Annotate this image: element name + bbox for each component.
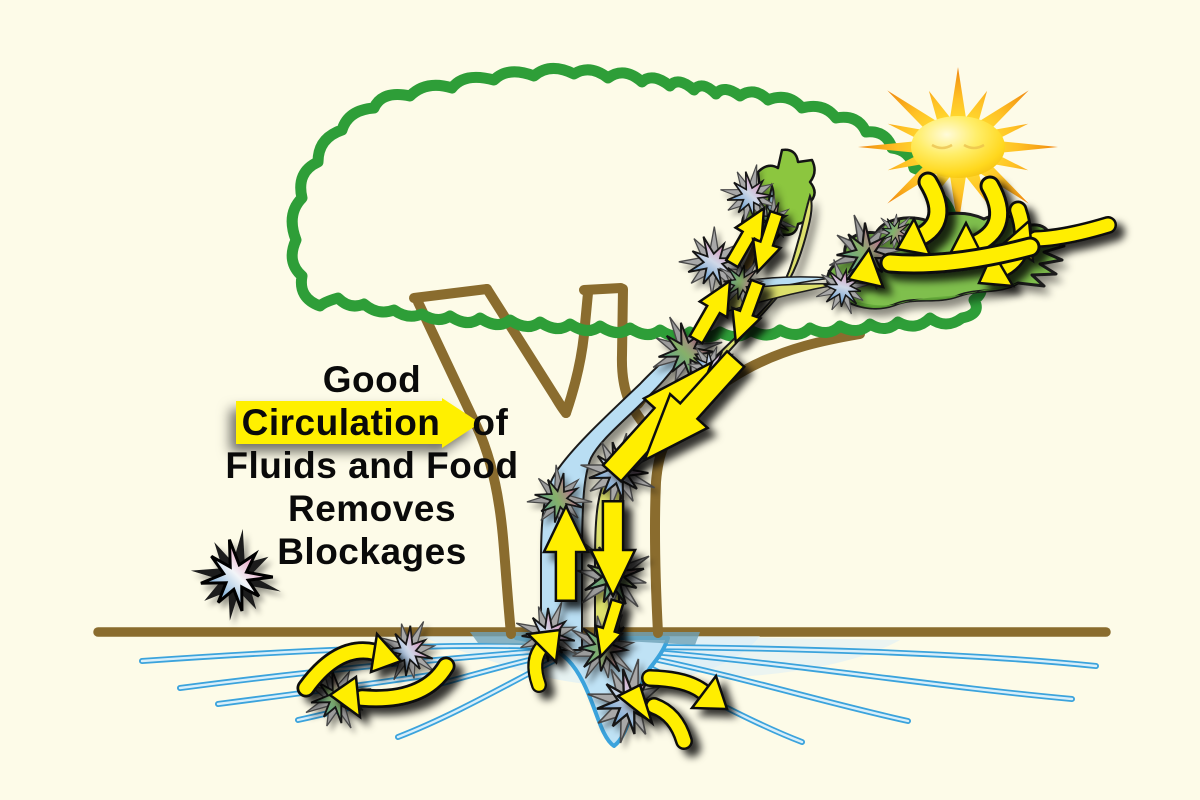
root-flow-arrow: [525, 628, 562, 693]
sun-icon: [858, 67, 1058, 227]
root-flow-arrow: [615, 683, 693, 750]
flow-arrows: [296, 171, 1117, 750]
sun-disc: [911, 116, 1005, 178]
water-flow-channel-up: [540, 182, 775, 651]
caption-highlight: Circulation: [241, 402, 441, 443]
trunk-left-edge: [413, 297, 516, 639]
caption-line-2: Circulation of: [186, 397, 558, 448]
caption-line-1: Good: [322, 359, 422, 400]
root-cycle-arrow: [327, 656, 456, 720]
caption-line-4: Removes: [287, 488, 457, 529]
root-mass: [514, 636, 670, 748]
caption: Good Circulation of Fluids and Food Remov…: [186, 358, 558, 573]
root-cycle-arrow: [296, 631, 404, 698]
root-flow-arrow: [641, 669, 729, 711]
leaf-flow-arrow: [845, 236, 1041, 289]
sunlight-arrow: [895, 171, 949, 257]
circulation-banner-arrow: Circulation: [235, 397, 481, 448]
caption-line-3: Fluids and Food: [225, 445, 519, 486]
left-branch-cap: [409, 284, 492, 303]
middle-branch-cap: [579, 283, 626, 295]
caption-line-5: Blockages: [277, 531, 467, 572]
caption-line-2-rest: of: [472, 402, 509, 443]
